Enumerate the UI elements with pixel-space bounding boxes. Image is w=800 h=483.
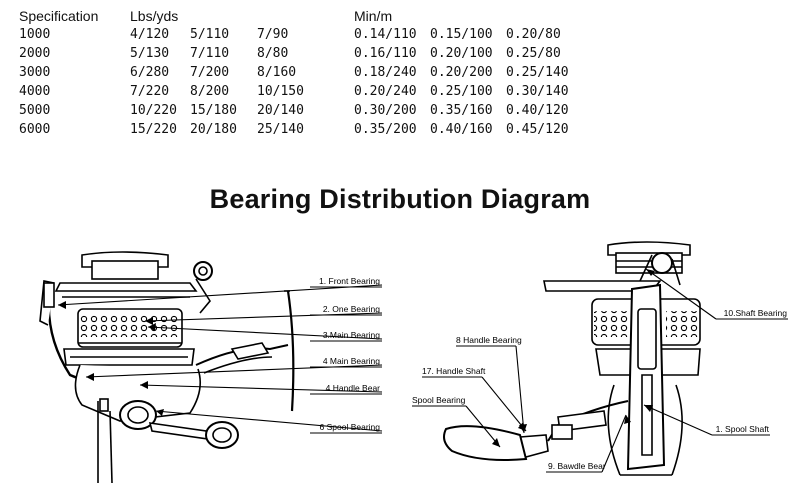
lbs-yds-cell: 20/180 [190,122,237,137]
spec-cell: 6000 [19,122,51,137]
diagram-title: Bearing Distribution Diagram [209,184,591,214]
callout-label: 10.Shaft Bearing [724,308,788,318]
callout-label: 3.Main Bearing [323,330,380,340]
spec-cell: 2000 [19,46,51,61]
spec-cell: 4000 [19,84,51,99]
left-reel-illustration [39,251,295,483]
min-m-cell: 0.18/240 [354,65,417,80]
lbs-yds-cell: 8/160 [257,65,297,80]
spec-cell: 3000 [19,65,51,80]
lbs-yds-cell: 5/130 [130,46,170,61]
lbs-yds-cell: 10/150 [257,84,304,99]
callout-label: 8 Handle Bearing [456,335,522,345]
lbs-yds-cell: 10/220 [130,103,177,118]
lbs-yds-cell: 20/140 [257,103,304,118]
lbs-yds-cell: 5/110 [190,27,230,42]
min-m-cell: 0.14/110 [354,27,417,42]
lbs-yds-cell: 4/120 [130,27,170,42]
spec-cell: 5000 [19,103,51,118]
lbs-yds-cell: 7/90 [257,27,289,42]
lbs-yds-cell: 8/80 [257,46,289,61]
min-m-cell: 0.40/160 [430,122,493,137]
min-m-cell: 0.20/200 [430,65,493,80]
header-specification: Specification [19,8,99,24]
min-m-cell: 0.30/140 [506,84,569,99]
callout-label: 6 Spool Bearing [320,422,381,432]
lbs-yds-cell: 8/200 [190,84,230,99]
right-labels: 10.Shaft Bearing 8 Handle Bearing 17. Hand… [412,308,787,471]
min-m-cell: 0.25/140 [506,65,569,80]
right-leader-lines [412,268,788,473]
callout-label: 17. Handle Shaft [422,366,486,376]
lbs-yds-cell: 7/110 [190,46,230,61]
spec-table: Specification Lbs/yds Min/m 1000 4/120 5/1… [0,0,800,150]
lbs-yds-cell: 15/220 [130,122,177,137]
min-m-cell: 0.35/160 [430,103,493,118]
left-labels: 1. Front Bearing 2. One Bearing 3.Main Bea… [319,276,380,432]
right-arrowheads [492,269,655,447]
min-m-cell: 0.25/100 [430,84,493,99]
min-m-cell: 0.16/110 [354,46,417,61]
callout-label: 4 Handle Bear [326,383,381,393]
lbs-yds-cell: 7/200 [190,65,230,80]
min-m-cell: 0.45/120 [506,122,569,137]
min-m-cell: 0.15/100 [430,27,493,42]
left-arrowheads [58,301,164,416]
min-m-cell: 0.20/80 [506,27,561,42]
callout-label: 2. One Bearing [323,304,380,314]
lbs-yds-cell: 7/220 [130,84,170,99]
lbs-yds-cell: 15/180 [190,103,237,118]
min-m-cell: 0.25/80 [506,46,561,61]
min-m-cell: 0.40/120 [506,103,569,118]
callout-label: 9. Bawdle Bear [548,461,606,471]
bearing-diagram: 1. Front Bearing 2. One Bearing 3.Main Bea… [39,241,788,483]
lbs-yds-cell: 6/280 [130,65,170,80]
lbs-yds-cell: 25/140 [257,122,304,137]
header-min-m: Min/m [354,8,393,24]
spec-cell: 1000 [19,27,51,42]
callout-label: 1. Spool Shaft [716,424,770,434]
callout-label: 4 Main Bearing [323,356,380,366]
min-m-cell: 0.20/100 [430,46,493,61]
header-lbs-yds: Lbs/yds [130,8,179,24]
min-m-cell: 0.20/240 [354,84,417,99]
callout-label: Spool Bearing [412,395,466,405]
left-label-underlines [310,286,382,434]
min-m-cell: 0.30/200 [354,103,417,118]
callout-label: 1. Front Bearing [319,276,380,286]
min-m-cell: 0.35/200 [354,122,417,137]
right-reel-illustration [443,241,701,476]
